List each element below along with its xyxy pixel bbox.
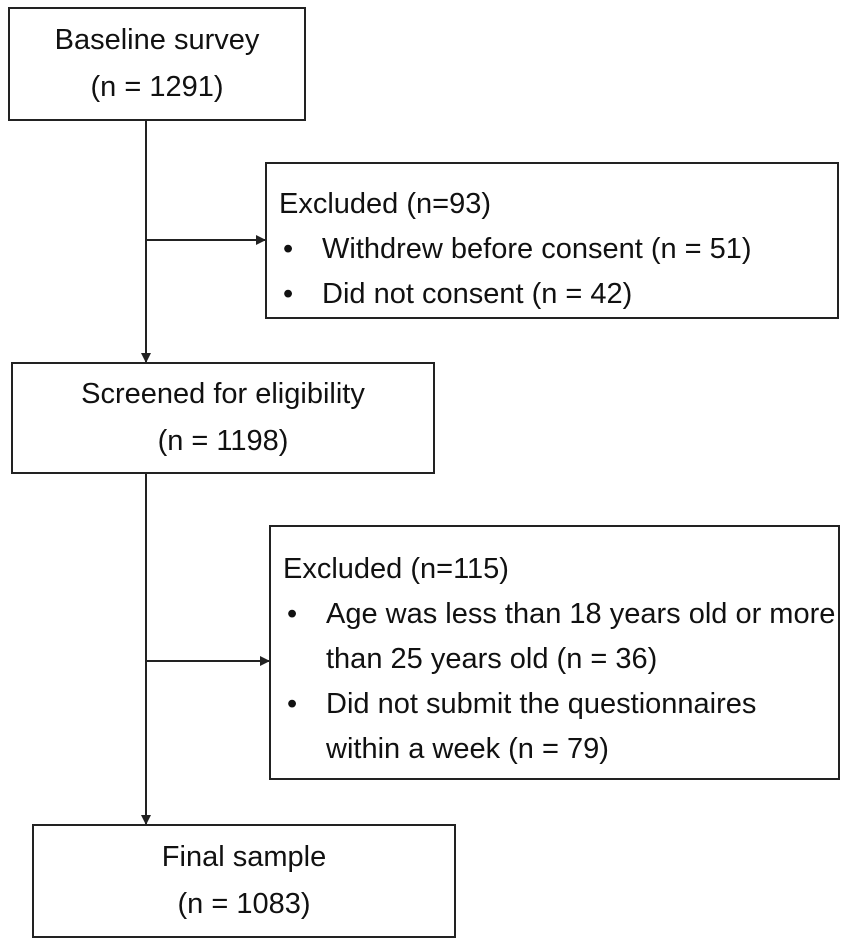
exclusion-box-1: Excluded (n=93) Withdrew before consent …: [265, 162, 839, 319]
final-sample-title: Final sample: [161, 841, 327, 873]
baseline-survey-box: Baseline survey (n = 1291): [8, 7, 306, 121]
exclusion-2-item: Age was less than 18 years old or more t…: [283, 592, 838, 682]
exclusion-2-item: Did not submit the questionnaires within…: [283, 682, 838, 772]
exclusion-1-title: Excluded (n=93): [279, 188, 491, 220]
exclusion-2-title: Excluded (n=115): [283, 553, 509, 585]
final-sample-box: Final sample (n = 1083): [32, 824, 456, 938]
screened-title: Screened for eligibility: [81, 378, 365, 410]
baseline-survey-title: Baseline survey: [54, 24, 260, 56]
exclusion-1-item: Did not consent (n = 42): [279, 272, 837, 317]
screened-count: (n = 1198): [157, 425, 289, 457]
exclusion-2-list: Age was less than 18 years old or more t…: [283, 592, 838, 772]
screened-box: Screened for eligibility (n = 1198): [11, 362, 435, 474]
exclusion-1-list: Withdrew before consent (n = 51) Did not…: [279, 227, 837, 317]
baseline-survey-count: (n = 1291): [90, 71, 224, 103]
final-sample-count: (n = 1083): [177, 888, 311, 920]
exclusion-box-2: Excluded (n=115) Age was less than 18 ye…: [269, 525, 840, 780]
exclusion-1-item: Withdrew before consent (n = 51): [279, 227, 837, 272]
